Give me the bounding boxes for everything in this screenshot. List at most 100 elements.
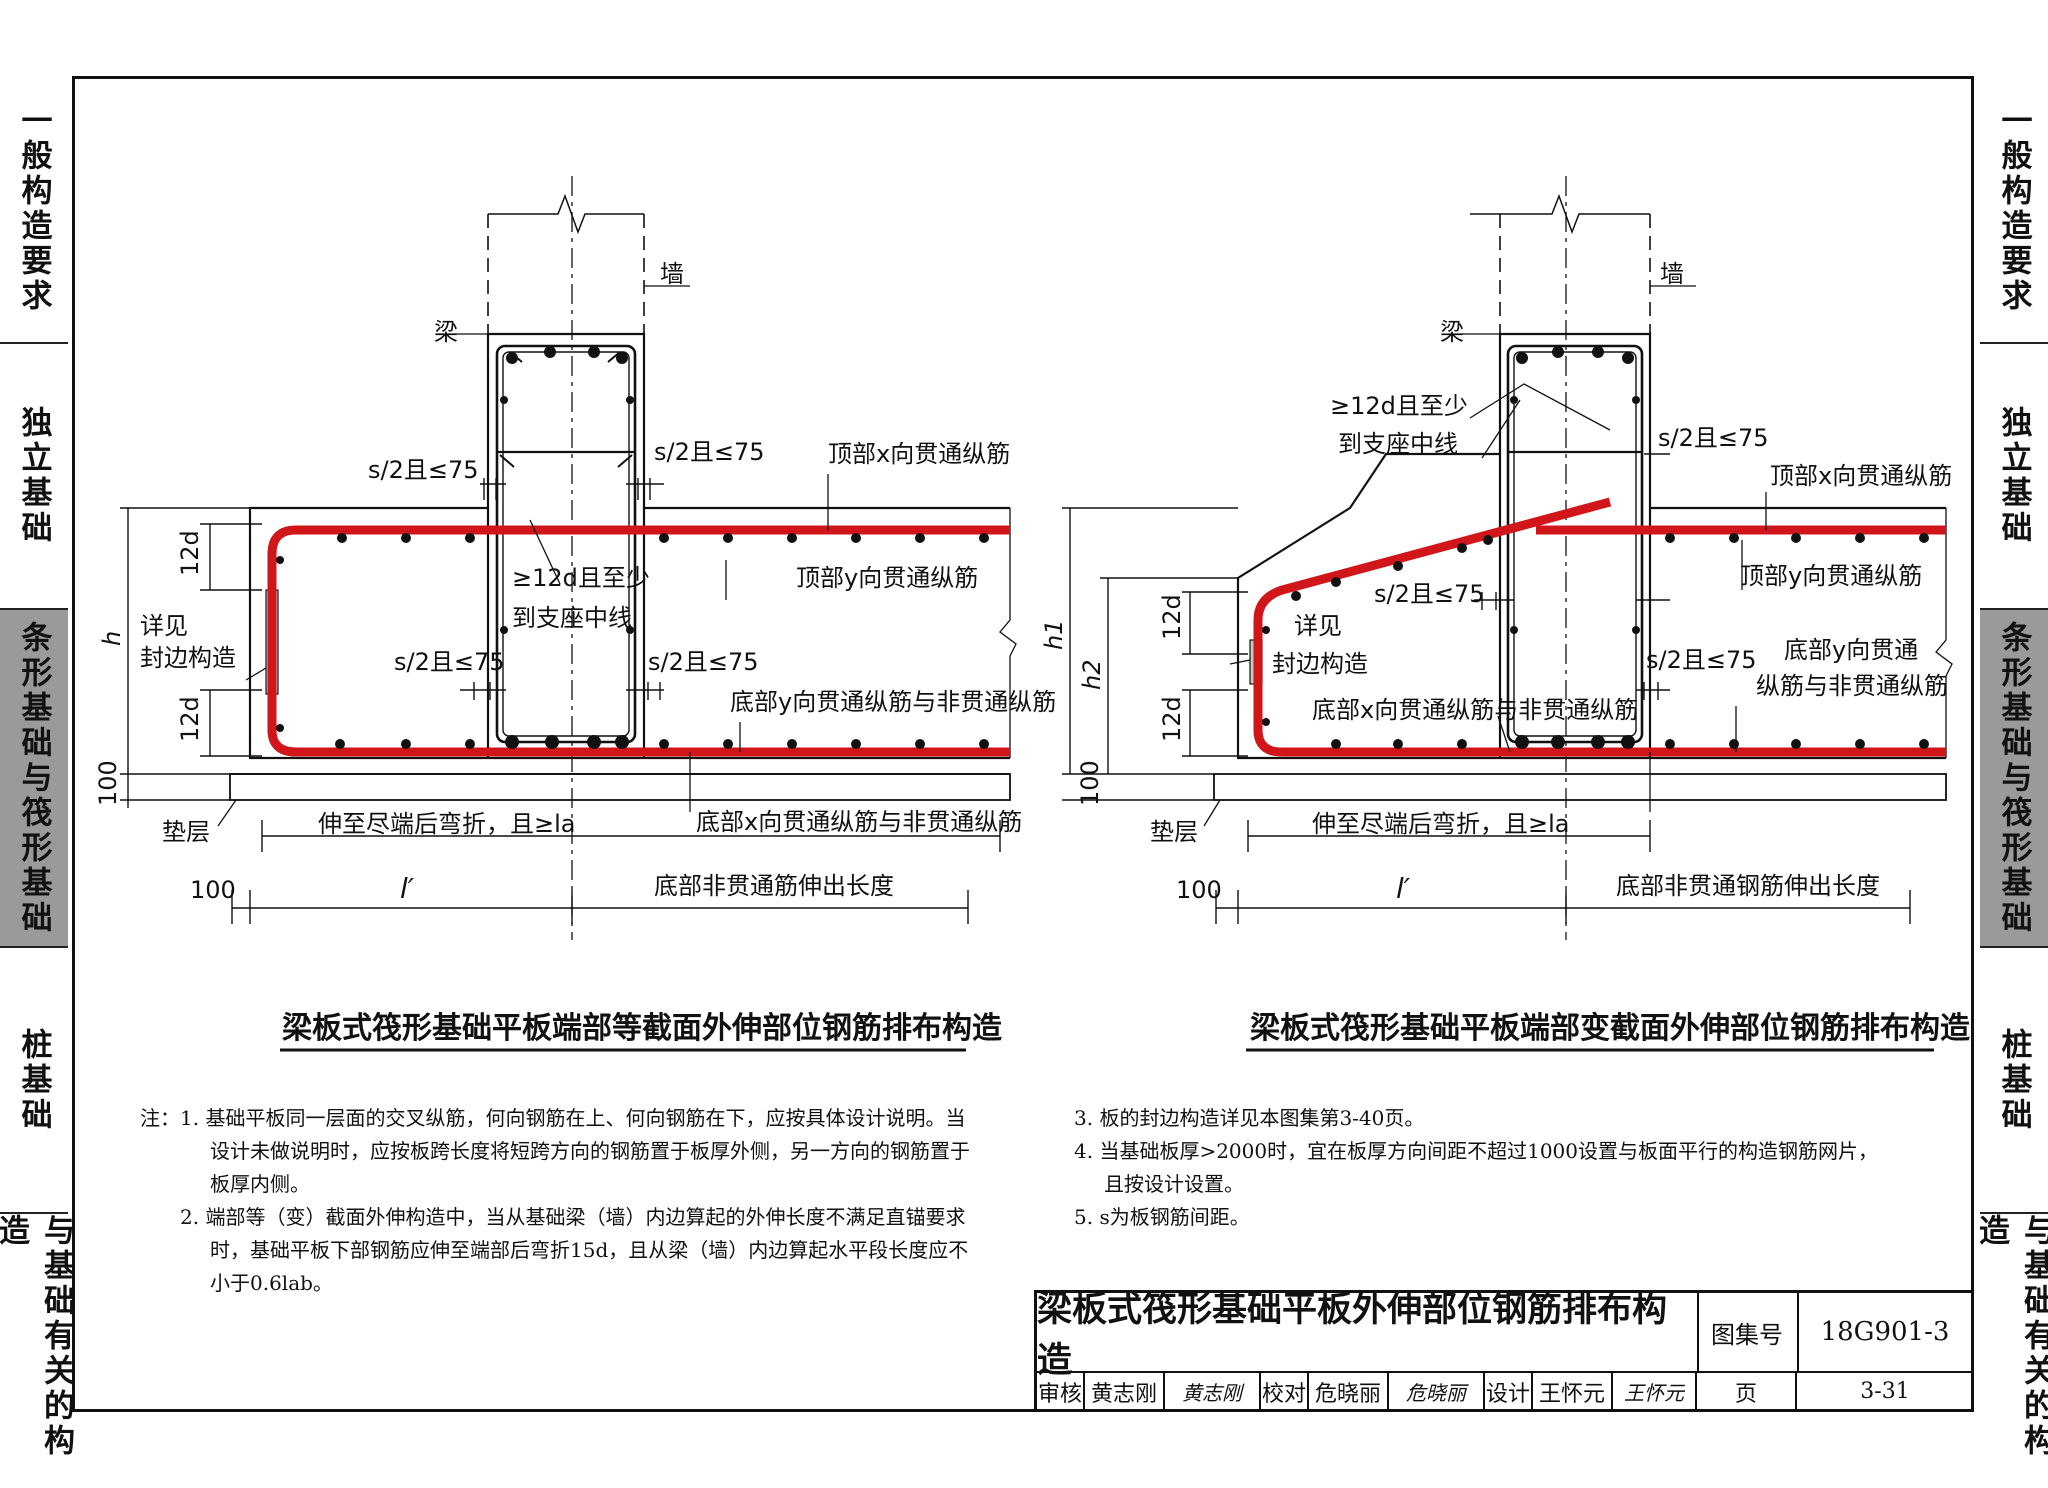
label-see-2: 封边构造 — [1272, 650, 1368, 678]
page-number: 3-31 — [1860, 1379, 1910, 1404]
note-line: 3. 板的封边构造详见本图集第3-40页。 — [1074, 1106, 1425, 1130]
tab-related-details[interactable]: 与基础有关的构造 — [0, 1214, 74, 1459]
label-s2-b: s/2且≤75 — [1374, 580, 1485, 608]
tab-general-requirements[interactable]: 一般构造要求 — [1980, 76, 2048, 344]
note-line: 注：1. 基础平板同一层面的交叉纵筋，何向钢筋在上、何向钢筋在下，应按具体设计说… — [140, 1106, 966, 1130]
label-beam: 梁 — [1440, 318, 1464, 346]
label-see-1: 详见 — [1294, 612, 1342, 640]
review-label: 审核 — [1037, 1371, 1085, 1412]
label-bottom-x-rebar: 底部x向贯通纵筋与非贯通纵筋 — [696, 808, 1022, 836]
label-s2-b: s/2且≤75 — [654, 438, 765, 466]
review-signature: 黄志刚 — [1165, 1371, 1261, 1412]
left-chapter-tabs: 一般构造要求 独立基础 条形基础与筏形基础 桩基础 与基础有关的构造 — [0, 76, 74, 1459]
right-labels: 墙 梁 ≥12d且至少 到支座中线 s/2且≤75 s/2且≤75 s/2且≤7… — [1040, 260, 1952, 905]
notes-left: 注：1. 基础平板同一层面的交叉纵筋，何向钢筋在上、何向钢筋在下，应按具体设计说… — [140, 1102, 970, 1300]
check-name: 危晓丽 — [1309, 1371, 1389, 1412]
note-line: 小于0.6lab。 — [210, 1271, 333, 1295]
atlas-number: 18G901-3 — [1820, 1317, 1950, 1347]
note-line: 5. s为板钢筋间距。 — [1074, 1205, 1250, 1229]
left-rebar-dots — [276, 346, 989, 749]
label-dim-12d-b: 12d — [176, 696, 204, 742]
right-chapter-tabs: 一般构造要求 独立基础 条形基础与筏形基础 桩基础 与基础有关的构造 — [1973, 76, 2048, 1459]
label-top-y-rebar: 顶部y向贯通纵筋 — [796, 564, 978, 592]
right-diagram-title: 梁板式筏形基础平板端部变截面外伸部位钢筋排布构造 — [1250, 1011, 1970, 1046]
label-dim-100-side: 100 — [94, 760, 122, 806]
label-dim-100-bottom: 100 — [190, 876, 236, 904]
note-line: 2. 端部等（变）截面外伸构造中，当从基础梁（墙）内边算起的外伸长度不满足直锚要… — [180, 1205, 966, 1229]
left-title-group: 梁板式筏形基础平板端部等截面外伸部位钢筋排布构造 — [280, 1011, 1002, 1052]
notes-right: 3. 板的封边构造详见本图集第3-40页。 4. 当基础板厚>2000时，宜在板… — [1074, 1102, 1878, 1234]
tab-related-details[interactable]: 与基础有关的构造 — [1973, 1214, 2048, 1459]
left-dimensions — [120, 478, 1001, 924]
check-label: 校对 — [1261, 1371, 1309, 1412]
label-s2-a: s/2且≤75 — [1658, 424, 1769, 452]
note-line: 设计未做说明时，应按板跨长度将短跨方向的钢筋置于板厚外侧，另一方向的钢筋置于 — [210, 1139, 970, 1163]
note-line: 4. 当基础板厚>2000时，宜在板厚方向间距不超过1000设置与板面平行的构造… — [1074, 1139, 1878, 1163]
label-s2-d: s/2且≤75 — [648, 648, 759, 676]
label-dim-h: h — [98, 631, 126, 646]
label-s2-c: s/2且≤75 — [394, 648, 505, 676]
design-signature: 王怀元 — [1613, 1371, 1697, 1412]
label-see-2: 封边构造 — [140, 644, 236, 672]
label-anchor-1: ≥12d且至少 — [512, 564, 650, 592]
label-top-y-rebar: 顶部y向贯通纵筋 — [1740, 562, 1922, 590]
design-label: 设计 — [1485, 1371, 1533, 1412]
right-title-group: 梁板式筏形基础平板端部变截面外伸部位钢筋排布构造 — [1246, 1011, 1970, 1052]
left-labels: 墙 梁 s/2且≤75 s/2且≤75 s/2且≤75 s/2且≤75 顶部x向… — [94, 260, 1056, 905]
label-dim-12d-a: 12d — [176, 530, 204, 576]
label-dim-100-side: 100 — [1076, 760, 1104, 806]
label-s2-c: s/2且≤75 — [1646, 646, 1757, 674]
review-name: 黄志刚 — [1085, 1371, 1165, 1412]
left-rebar-loop — [267, 525, 1010, 757]
label-dim-l: l′ — [400, 872, 415, 905]
label-anchor-1: ≥12d且至少 — [1330, 392, 1468, 420]
label-cushion: 垫层 — [1150, 818, 1198, 846]
label-wall: 墙 — [1660, 260, 1684, 288]
drawing-frame — [72, 76, 1974, 1412]
right-rebar-dots — [1262, 346, 1929, 749]
note-line: 板厚内侧。 — [210, 1172, 310, 1196]
tab-strip-and-raft-foundation[interactable]: 条形基础与筏形基础 — [1980, 610, 2048, 948]
right-dimensions — [1062, 453, 1911, 924]
right-rebar-bottom-loop — [1253, 497, 1946, 757]
tab-general-requirements[interactable]: 一般构造要求 — [0, 76, 68, 344]
note-line: 且按设计设置。 — [1104, 1172, 1244, 1196]
label-beam: 梁 — [434, 318, 458, 346]
left-diagram — [229, 176, 1017, 940]
label-cushion: 垫层 — [162, 818, 210, 846]
label-bottom-extend-length: 底部非贯通筋伸出长度 — [654, 872, 894, 900]
label-bottom-y-rebar: 底部y向贯通纵筋与非贯通纵筋 — [730, 688, 1056, 716]
label-bottom-x-rebar: 底部x向贯通纵筋与非贯通纵筋 — [1312, 696, 1638, 724]
label-dim-l: l′ — [1396, 872, 1411, 905]
label-top-x-rebar: 顶部x向贯通纵筋 — [1770, 462, 1952, 490]
label-dim-h2: h2 — [1078, 660, 1106, 690]
sheet-title: 梁板式筏形基础平板外伸部位钢筋排布构造 — [1037, 1290, 1699, 1381]
left-diagram-title: 梁板式筏形基础平板端部等截面外伸部位钢筋排布构造 — [282, 1011, 1002, 1046]
left-leaders — [217, 474, 829, 827]
label-bottom-y-rebar-1: 底部y向贯通 — [1784, 636, 1918, 664]
check-signature: 危晓丽 — [1389, 1371, 1485, 1412]
label-see-1: 详见 — [140, 612, 188, 640]
label-dim-12d-a: 12d — [1158, 594, 1186, 640]
label-anchor-2: 到支座中线 — [1338, 430, 1458, 458]
label-dim-h1: h1 — [1040, 620, 1068, 650]
label-anchor-2: 到支座中线 — [512, 604, 632, 632]
label-top-x-rebar: 顶部x向贯通纵筋 — [828, 440, 1010, 468]
title-block: 梁板式筏形基础平板外伸部位钢筋排布构造 图集号 18G901-3 审核 黄志刚 … — [1034, 1290, 1974, 1412]
tab-isolated-foundation[interactable]: 独立基础 — [1980, 344, 2048, 610]
label-s2-a: s/2且≤75 — [368, 456, 479, 484]
label-wall: 墙 — [660, 260, 684, 288]
tab-isolated-foundation[interactable]: 独立基础 — [0, 344, 68, 610]
label-bottom-y-rebar-2: 纵筋与非贯通纵筋 — [1756, 672, 1948, 700]
page-label: 页 — [1697, 1371, 1797, 1412]
tab-strip-and-raft-foundation[interactable]: 条形基础与筏形基础 — [0, 610, 68, 948]
tab-pile-foundation[interactable]: 桩基础 — [1980, 948, 2048, 1214]
note-line: 时，基础平板下部钢筋应伸至端部后弯折15d，且从梁（墙）内边算起水平段长度应不 — [210, 1238, 969, 1262]
atlas-number-label: 图集号 — [1697, 1293, 1799, 1371]
label-bottom-extend-length: 底部非贯通钢筋伸出长度 — [1616, 872, 1880, 900]
design-name: 王怀元 — [1533, 1371, 1613, 1412]
right-leaders — [1203, 383, 1767, 827]
label-dim-100-bottom: 100 — [1176, 876, 1222, 904]
tab-pile-foundation[interactable]: 桩基础 — [0, 948, 68, 1214]
label-dim-12d-b: 12d — [1158, 696, 1186, 742]
